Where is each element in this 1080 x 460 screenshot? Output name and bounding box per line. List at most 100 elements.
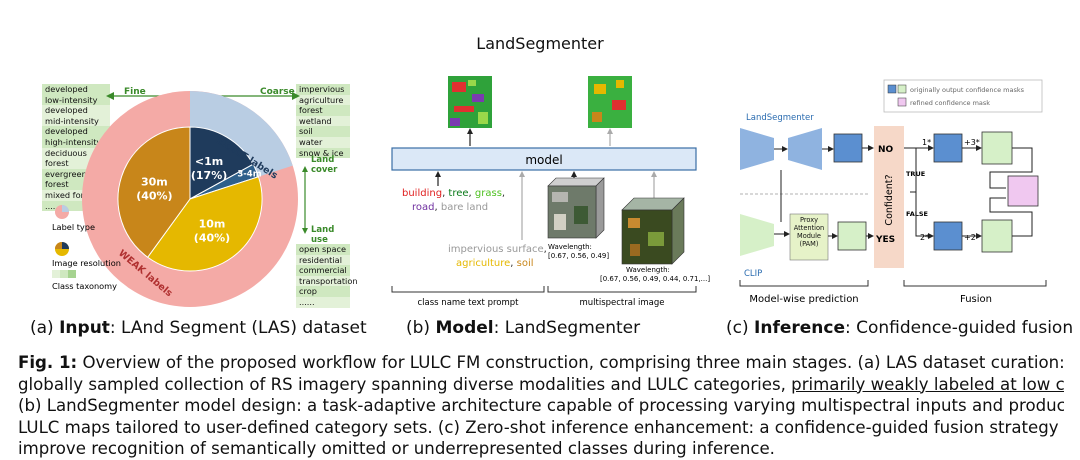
caption-lead: Fig. 1: (18, 353, 78, 372)
wavelength-1-values: [0.67, 0.56, 0.49] (548, 252, 609, 260)
pie-label-1: 3-4m (237, 169, 261, 179)
fused-mask-top-blue (933, 133, 963, 163)
fine-label: Fine (124, 87, 146, 97)
false-label: FALSE (906, 210, 928, 218)
class-word: soil (517, 258, 534, 269)
figure-caption: Fig. 1: Overview of the proposed workflo… (18, 352, 1064, 460)
subcaption-b: (b) Model: LandSegmenter (406, 318, 641, 338)
pie-slice-3 (117, 126, 191, 258)
fine-class-item: developed mid-intensity (42, 105, 110, 127)
legend-label-type: Label type (52, 222, 95, 232)
landsegmenter-decoder (788, 128, 822, 170)
pie-pct-2: (40%) (194, 231, 230, 244)
pie-pct-3: (40%) (136, 189, 172, 202)
class-word: , (502, 188, 505, 199)
op-1: 1* (922, 138, 931, 147)
land-cover-class-item: water (296, 136, 350, 148)
land-cover-class-item: agriculture (296, 94, 350, 106)
fine-class-item: developed low-intensity (42, 84, 110, 106)
multispectral-image-label: multispectral image (579, 298, 664, 308)
yes-label: YES (875, 235, 895, 245)
class-words-line1: building, tree, grass, (402, 188, 505, 199)
land-cover-class-item: impervious (296, 84, 350, 95)
pie-label-0: <1m (195, 155, 223, 168)
model-diagram: model building, tree, grass, road, bare … (391, 76, 710, 308)
land-use-class-item: crop (296, 286, 350, 297)
text-prompt-label: class name text prompt (418, 298, 520, 308)
clip-label: CLIP (744, 269, 762, 279)
class-word: , (469, 188, 475, 199)
fused-mask-bottom-green (981, 219, 1013, 253)
fusion-label: Fusion (960, 294, 992, 305)
class-word: impervious surface (448, 244, 544, 255)
no-label: NO (878, 145, 894, 155)
refined-mask (1007, 175, 1039, 207)
wavelength-2-title: Wavelength: (626, 266, 670, 274)
wavelength-1-title: Wavelength: (548, 243, 592, 251)
class-word: grass (475, 188, 502, 199)
class-word: tree (448, 188, 468, 199)
figure-title: LandSegmenter (476, 34, 604, 53)
op-2b: +2* (964, 233, 980, 242)
modelwise-label: Model-wise prediction (749, 294, 858, 305)
pie-label-2: 10m (199, 217, 226, 230)
land-use-class-item: transportation (296, 275, 358, 287)
fine-class-item: developed high-intensity (42, 126, 110, 148)
label-taxonomy-diagram: Fine Coarse <1m(17%)3-4m10m(40%)30m(40%)… (52, 87, 338, 307)
panel-a-legend: Label type Image resolution Class taxono… (52, 205, 121, 291)
land-cover-class-item: soil (296, 126, 350, 137)
legend-image-resolution: Image resolution (52, 258, 121, 268)
confident-box (874, 126, 904, 268)
wavelength-2-values: [0.67, 0.56, 0.49, 0.44, 0.71,...] (600, 275, 710, 283)
op-2a: 2* (920, 233, 929, 242)
fusion-diagram: originally output confidence masks refin… (739, 79, 1047, 305)
pie-pct-0: (17%) (191, 169, 227, 182)
fine-class-item: mixed forest (42, 189, 110, 201)
image-cube-multispectral (621, 197, 685, 265)
pie-label-3: 30m (141, 175, 168, 188)
output-map-2 (588, 76, 632, 128)
class-word: agriculture (456, 258, 510, 269)
subcaption-a: (a) Input: LAnd Segment (LAS) dataset (30, 318, 367, 338)
class-word: road (412, 202, 435, 213)
land-cover-class-item: wetland (296, 115, 350, 127)
land-cover-class-item: forest (296, 105, 350, 116)
pam-block (789, 213, 829, 261)
output-map-1 (448, 76, 492, 128)
legend-refined: refined confidence mask (910, 99, 990, 107)
class-words-line3: impervious surface, (448, 244, 547, 255)
confident-label: Confident? (884, 174, 895, 225)
landsegmenter-mask (833, 133, 863, 163)
land-use-class-item: residential (296, 254, 350, 266)
exact-labels-ring (190, 91, 293, 177)
legend-class-taxonomy: Class taxonomy (52, 281, 117, 291)
fine-class-item: ...... (42, 200, 110, 212)
class-word: , (435, 202, 441, 213)
class-word: , (442, 188, 448, 199)
class-word: building (402, 188, 442, 199)
class-words-line2: road, bare land (412, 202, 488, 213)
pie-slice-2 (146, 176, 263, 272)
land-use-class-item: ...... (296, 296, 350, 308)
class-word: , (510, 258, 516, 269)
coarse-label: Coarse (260, 87, 295, 97)
caption-underlined: primarily weakly labeled at low cost (791, 374, 1064, 394)
subcaption-c: (c) Inference: Confidence-guided fusion (726, 318, 1074, 338)
land-use-class-item: open space (296, 244, 350, 255)
clip-encoder (740, 214, 774, 256)
class-words-line4: agriculture, soil (456, 258, 534, 269)
landsegmenter-label: LandSegmenter (746, 113, 814, 123)
class-word: , (544, 244, 547, 255)
pie-slice-0 (189, 126, 254, 200)
image-cube-rgb (547, 177, 605, 239)
fused-mask-top-green (981, 131, 1013, 165)
model-block (391, 147, 697, 171)
land-cover-class-item: snow & ice (296, 147, 350, 159)
pam-label: Proxy Attention Module (PAM) (793, 216, 825, 248)
clip-mask (837, 221, 867, 251)
